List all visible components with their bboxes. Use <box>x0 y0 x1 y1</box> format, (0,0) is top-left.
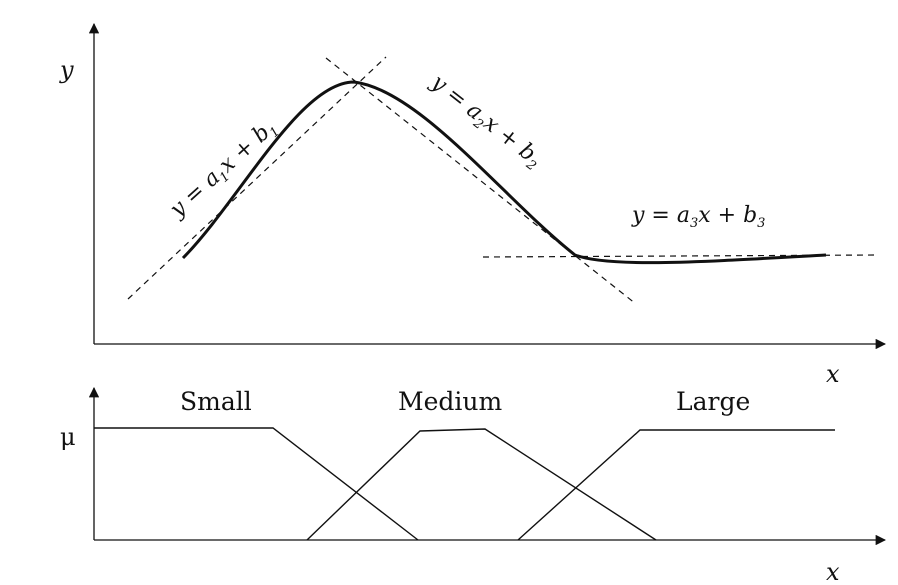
top-x-axis-label: x <box>826 360 840 388</box>
tangent-line-1 <box>127 56 387 300</box>
top-plot: y x y = a1x + b1 y = a2x + b2 y = a3x + … <box>59 22 887 388</box>
equation-2: y = a2x + b2 <box>424 69 547 174</box>
svg-text:y = a3x + b3: y = a3x + b3 <box>631 203 765 231</box>
membership-large <box>517 429 835 541</box>
set-label-large: Large <box>676 387 750 416</box>
bottom-plot: μ x Small Medium Large <box>60 386 887 585</box>
top-y-axis-label: y <box>59 56 74 84</box>
equation-3: y = a3x + b3 <box>631 203 765 231</box>
membership-small <box>94 427 419 541</box>
svg-text:y = a2x + b2: y = a2x + b2 <box>424 69 547 174</box>
membership-medium <box>306 428 657 541</box>
set-label-medium: Medium <box>398 387 502 416</box>
mu-axis-label: μ <box>60 423 76 451</box>
nonlinear-curve <box>181 80 827 265</box>
set-label-small: Small <box>180 387 252 416</box>
bottom-x-axis-label: x <box>826 558 840 585</box>
tangent-line-2 <box>325 57 637 305</box>
